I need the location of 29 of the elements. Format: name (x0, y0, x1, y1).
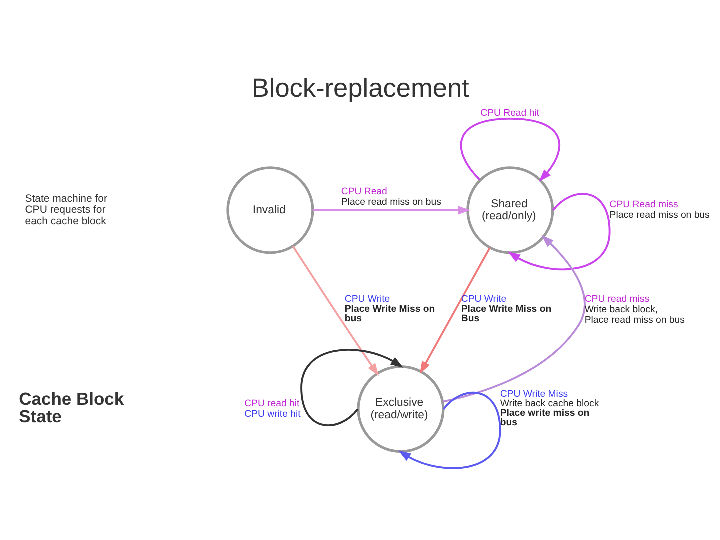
edge-label: CPU read miss (584, 293, 650, 304)
arrow (398, 392, 502, 469)
arrow (300, 348, 404, 426)
label: State machine for CPU requests for each cache block (25, 192, 108, 228)
arrow (442, 234, 586, 402)
edge-label: Place Write Miss on bus (344, 303, 436, 324)
edge-label: Place Write Miss on Bus (461, 303, 552, 324)
edge-label: Place read miss on bus (341, 196, 442, 208)
edge-label: Write back block, Place read miss on bus (584, 304, 685, 326)
arrow (420, 246, 491, 374)
edge-label: CPU Write Miss (500, 388, 568, 400)
edge-label: CPU Read (341, 186, 388, 197)
label: Cache Block State (19, 388, 124, 426)
edge-label: CPU write hit (244, 408, 301, 420)
arrow (313, 206, 471, 214)
arrow (460, 117, 560, 182)
edge-label: Write back cache block (500, 398, 600, 409)
edge-label: Place read miss on bus (610, 210, 710, 221)
edge-label: Place write miss on bus (500, 408, 590, 428)
node-circle: Exclusive (read/write) (357, 364, 445, 453)
arrow (508, 192, 611, 270)
edge-label: CPU Write (344, 294, 390, 305)
diagram-title: Block-replacement (252, 72, 470, 103)
edge-label: CPU Read miss (610, 199, 678, 210)
node-circle: Invalid (226, 166, 314, 254)
edge-label: CPU Read hit (480, 108, 540, 119)
edge-label: CPU Write (461, 294, 507, 305)
edge-label: CPU read hit (244, 398, 300, 409)
arrow (292, 245, 379, 376)
